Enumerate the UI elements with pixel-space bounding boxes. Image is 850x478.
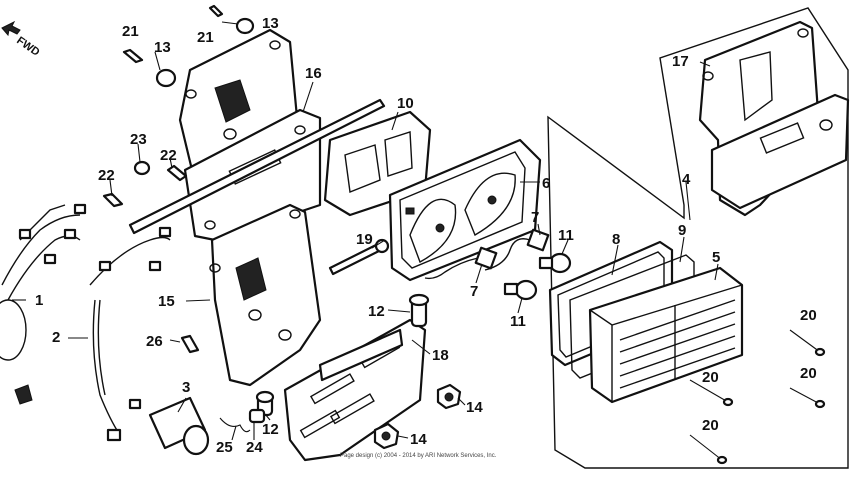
part-24-grommet bbox=[248, 408, 266, 424]
callout-3: 3 bbox=[182, 379, 190, 396]
callout-20: 20 bbox=[702, 417, 719, 434]
part-25-wire-clip bbox=[219, 417, 251, 433]
callout-20: 20 bbox=[800, 365, 817, 382]
callout-14: 14 bbox=[466, 399, 483, 416]
callout-22: 22 bbox=[98, 167, 115, 184]
callout-7: 7 bbox=[470, 283, 478, 300]
callout-10: 10 bbox=[397, 95, 414, 112]
callout-12: 12 bbox=[262, 421, 279, 438]
callout-24: 24 bbox=[246, 439, 263, 456]
part-11-bulb-upper bbox=[538, 252, 572, 274]
callout-8: 8 bbox=[612, 231, 620, 248]
callout-labels: 21 21 13 13 16 10 17 4 6 7 7 11 11 8 9 5… bbox=[35, 15, 817, 456]
callout-16: 16 bbox=[305, 65, 322, 82]
part-7-socket-upper bbox=[484, 228, 550, 271]
callout-20: 20 bbox=[800, 307, 817, 324]
callout-23: 23 bbox=[130, 131, 147, 148]
fwd-label: FWD bbox=[14, 35, 41, 59]
part-7-socket-lower bbox=[424, 246, 498, 280]
part-1-harness bbox=[0, 203, 87, 405]
callout-20: 20 bbox=[702, 369, 719, 386]
part-15-plate bbox=[209, 203, 322, 387]
part-12-collar-lower bbox=[255, 390, 275, 417]
assembly-outline bbox=[547, 7, 849, 469]
part-6-lens-housing bbox=[388, 138, 542, 282]
fwd-arrow-icon: FWD bbox=[1, 20, 42, 59]
part-14-nut-upper bbox=[436, 383, 462, 410]
callout-21: 21 bbox=[197, 29, 214, 46]
callout-26: 26 bbox=[146, 333, 163, 350]
callout-25: 25 bbox=[216, 439, 233, 456]
callout-11: 11 bbox=[558, 227, 574, 244]
callout-9: 9 bbox=[678, 222, 686, 239]
callout-13: 13 bbox=[154, 39, 171, 56]
callout-18: 18 bbox=[432, 347, 449, 364]
callout-12: 12 bbox=[368, 303, 385, 320]
part-2-harness bbox=[89, 226, 172, 442]
callout-11: 11 bbox=[510, 313, 526, 330]
callout-17: 17 bbox=[672, 53, 689, 70]
fasteners bbox=[102, 4, 255, 354]
callout-5: 5 bbox=[712, 249, 720, 266]
callout-2: 2 bbox=[52, 329, 60, 346]
copyright-notice: Page design (c) 2004 - 2014 by ARI Netwo… bbox=[340, 453, 497, 459]
part-5-lens bbox=[588, 266, 744, 404]
callout-1: 1 bbox=[35, 292, 43, 309]
part-14-nut-lower bbox=[373, 422, 400, 450]
part-20-screws bbox=[689, 329, 826, 465]
part-17-bracket bbox=[698, 20, 850, 217]
callout-15: 15 bbox=[158, 293, 175, 310]
part-12-collar-upper bbox=[408, 293, 430, 328]
part-3-cover bbox=[148, 396, 210, 456]
callout-21: 21 bbox=[122, 23, 139, 40]
callout-22: 22 bbox=[160, 147, 177, 164]
callout-13: 13 bbox=[262, 15, 279, 32]
part-11-bulb-lower bbox=[503, 279, 538, 301]
callout-14: 14 bbox=[410, 431, 427, 448]
callout-19: 19 bbox=[356, 231, 373, 248]
callout-4: 4 bbox=[682, 171, 691, 188]
callout-7: 7 bbox=[531, 209, 539, 226]
leader-lines bbox=[12, 21, 719, 441]
callout-6: 6 bbox=[542, 175, 550, 192]
